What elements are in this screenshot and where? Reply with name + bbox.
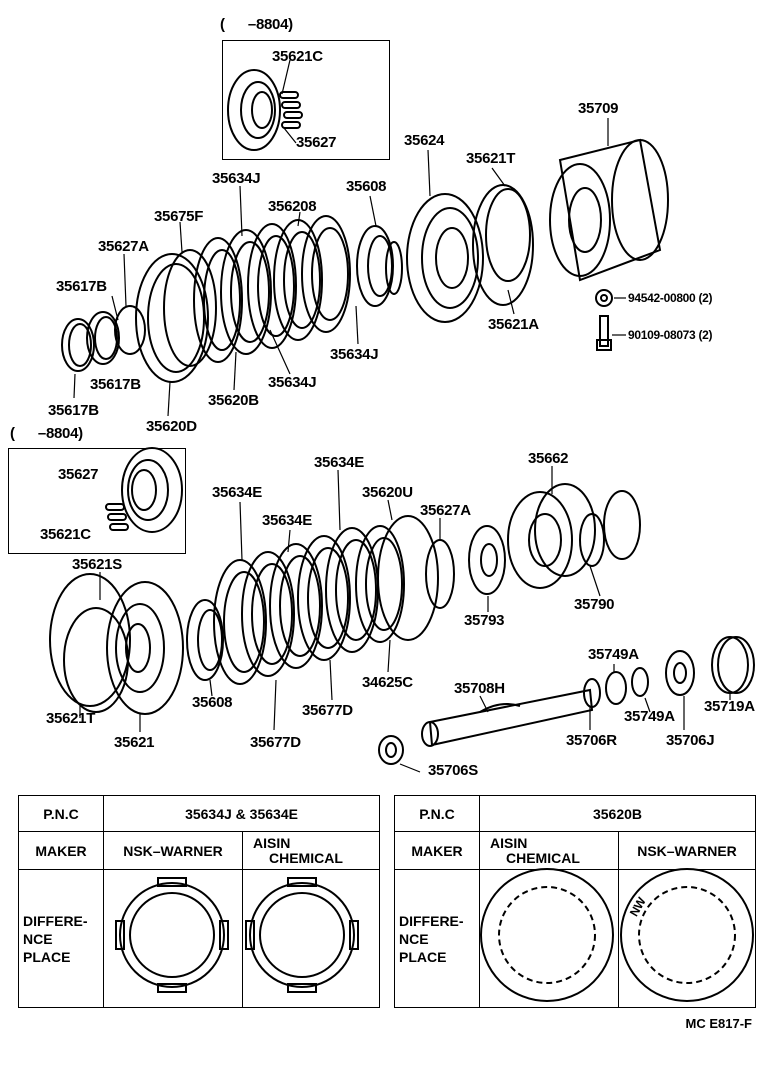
difference-table-right: P.N.C 35620B MAKER AISIN CHEMICAL NSK–WA… — [394, 795, 756, 1008]
inset-box-mid — [8, 448, 186, 554]
label-35677d-b: 35677D — [250, 734, 301, 751]
piston-35624 — [406, 193, 484, 323]
bearing-35608-lower — [186, 599, 224, 681]
label-35634j-c: 35634J — [330, 346, 379, 363]
maker-aisin-chemical: AISIN CHEMICAL — [242, 831, 380, 870]
inset-top-part-a: 35621C — [272, 48, 323, 65]
label-35634j-b: 35634J — [268, 374, 317, 391]
label-35608-upper: 35608 — [346, 178, 387, 195]
label-35620u: 35620U — [362, 484, 413, 501]
clutch-plates-upper — [193, 215, 351, 363]
label-35617b-b: 35617B — [90, 376, 141, 393]
inset-top-part-b: 35627 — [296, 134, 337, 151]
label-35675f: 35675F — [154, 208, 204, 225]
bolt-icon — [596, 315, 612, 351]
difference-table-left: P.N.C 35634J & 35634E MAKER NSK–WARNER A… — [18, 795, 380, 1008]
carrier-35662 — [507, 483, 596, 589]
label-35793: 35793 — [464, 612, 505, 629]
nut-icon — [595, 289, 613, 307]
label-35709: 35709 — [578, 100, 619, 117]
piston-35621 — [106, 581, 184, 715]
label-35706j: 35706J — [666, 732, 715, 749]
washer-35793 — [468, 525, 506, 595]
label-35620d: 35620D — [146, 418, 197, 435]
label-35621: 35621 — [114, 734, 155, 751]
leader-lines — [73, 59, 731, 773]
label-35620b-b: 35620B — [208, 392, 259, 409]
label-35624: 35624 — [404, 132, 445, 149]
label-35621a: 35621A — [488, 316, 539, 333]
pnc-label: P.N.C — [18, 795, 104, 832]
label-35634e-b: 35634E — [262, 512, 312, 529]
bearing-35790 — [579, 490, 641, 567]
diff-cell-nsk — [103, 869, 243, 1008]
maker-aisin-chemical: AISIN CHEMICAL — [479, 831, 619, 870]
label-35621s: 35621S — [72, 556, 122, 573]
rings-35749a — [583, 667, 649, 708]
label-35620b-a: 356208 — [268, 198, 317, 215]
inset-mid-seal — [121, 447, 183, 533]
pnc-label: P.N.C — [394, 795, 480, 832]
label-35634e-a: 35634E — [212, 484, 262, 501]
label-35634j-a: 35634J — [212, 170, 261, 187]
label-35621t-upper: 35621T — [466, 150, 516, 167]
difference-place-label: DIFFERE- NCE PLACE — [18, 869, 104, 1008]
label-35719a: 35719A — [704, 698, 755, 715]
label-35617b-a: 35617B — [56, 278, 107, 295]
clutch-plates-lower — [213, 525, 405, 685]
inset-box-top — [222, 40, 390, 160]
maker-nsk-warner: NSK–WARNER — [618, 831, 756, 870]
pnc-value: 35620B — [479, 795, 756, 832]
inset-mid-part-a: 35627 — [58, 466, 99, 483]
label-35621t-lower: 35621T — [46, 710, 96, 727]
label-35634e-c: 35634E — [314, 454, 364, 471]
label-35677d-a: 35677D — [302, 702, 353, 719]
label-35708h: 35708H — [454, 680, 505, 697]
snap-ring-35617b — [61, 305, 146, 372]
label-35627a-upper: 35627A — [98, 238, 149, 255]
inset-top-range: ( –8804) — [220, 16, 293, 33]
inset-top-seal — [227, 69, 281, 151]
label-35706s: 35706S — [428, 762, 478, 779]
label-35662: 35662 — [528, 450, 569, 467]
clutch-drum-35620d — [135, 249, 217, 383]
label-35706r: 35706R — [566, 732, 617, 749]
pnc-value: 35634J & 35634E — [103, 795, 380, 832]
label-35749a-b: 35749A — [624, 708, 675, 725]
seal-35621a — [472, 184, 534, 306]
washer-35706s — [378, 735, 404, 765]
maker-label: MAKER — [394, 831, 480, 870]
gear-35719a — [711, 636, 755, 694]
seal-35621s — [49, 573, 131, 713]
maker-label: MAKER — [18, 831, 104, 870]
difference-place-label: DIFFERE- NCE PLACE — [394, 869, 480, 1008]
footer-code: MC E817-F — [685, 1016, 752, 1031]
label-bolt: 90109-08073 (2) — [628, 328, 713, 342]
inset-mid-part-b: 35621C — [40, 526, 91, 543]
spacer-35706j — [665, 650, 695, 696]
drum-35709 — [549, 138, 669, 282]
snap-ring-35620u — [377, 515, 439, 641]
ring-35627a — [425, 539, 455, 609]
inset-mid-range: ( –8804) — [10, 425, 83, 442]
shaft-35708h — [421, 688, 594, 747]
label-35617b-c: 35617B — [48, 402, 99, 419]
label-35749a-a: 35749A — [588, 646, 639, 663]
inset-mid-springs — [105, 503, 129, 531]
inset-top-springs — [279, 91, 303, 129]
label-nut: 94542-00800 (2) — [628, 291, 713, 305]
label-35627a-lower: 35627A — [420, 502, 471, 519]
label-34625c: 34625C — [362, 674, 413, 691]
label-35608-lower: 35608 — [192, 694, 233, 711]
diff-cell-aisin — [479, 869, 619, 1008]
diff-cell-nsk — [618, 869, 756, 1008]
diff-cell-aisin — [242, 869, 380, 1008]
label-35790: 35790 — [574, 596, 615, 613]
bearing-35608-upper — [356, 225, 403, 307]
maker-nsk-warner: NSK–WARNER — [103, 831, 243, 870]
